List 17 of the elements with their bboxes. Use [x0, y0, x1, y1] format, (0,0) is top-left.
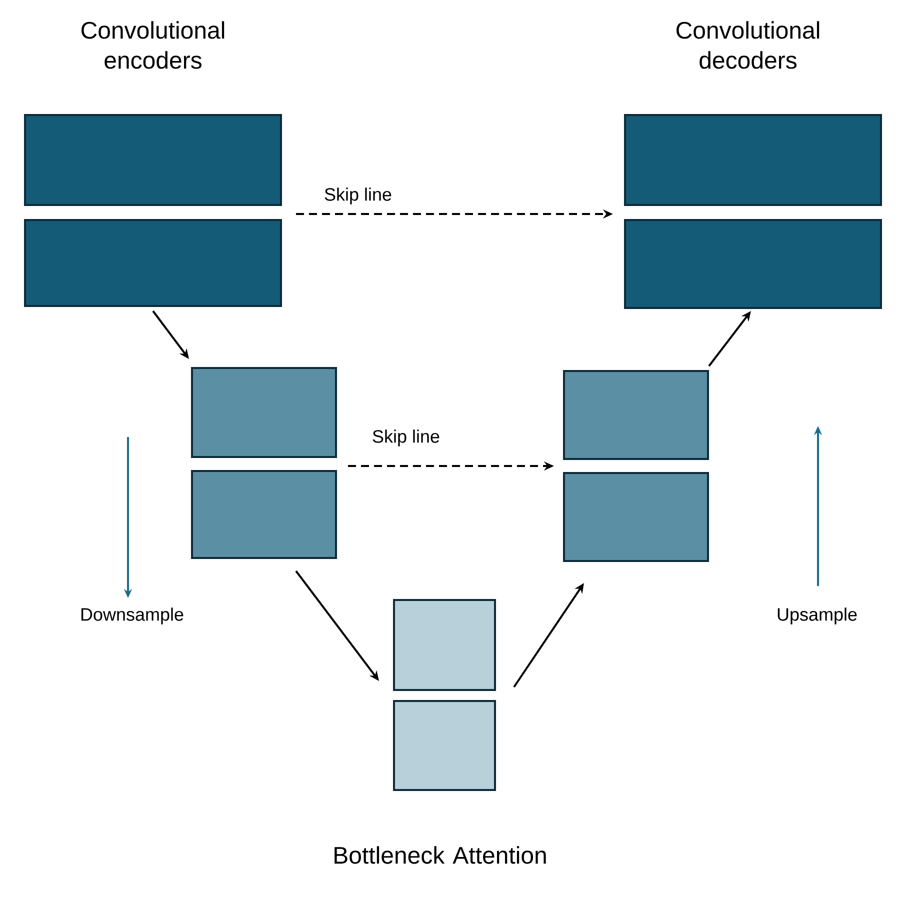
layer-box [24, 219, 282, 307]
edge-label: Skip line [323, 186, 394, 206]
layer-box [624, 114, 882, 206]
direction-label: Upsample [778, 608, 857, 624]
layer-box [393, 700, 496, 791]
heading: Bottleneck Attention [334, 846, 546, 864]
layer-box [393, 599, 496, 691]
direction-label: Downsample [81, 608, 184, 624]
layer-box [624, 219, 882, 309]
layer-box [191, 470, 337, 559]
heading: Convolutional decoders [676, 21, 820, 69]
edge-label: Skip line [371, 428, 442, 448]
layer-box [24, 114, 282, 206]
layer-box [563, 370, 709, 460]
layer-box [563, 472, 709, 562]
layer-box [191, 367, 337, 458]
heading: Convolutional encoders [82, 21, 224, 69]
